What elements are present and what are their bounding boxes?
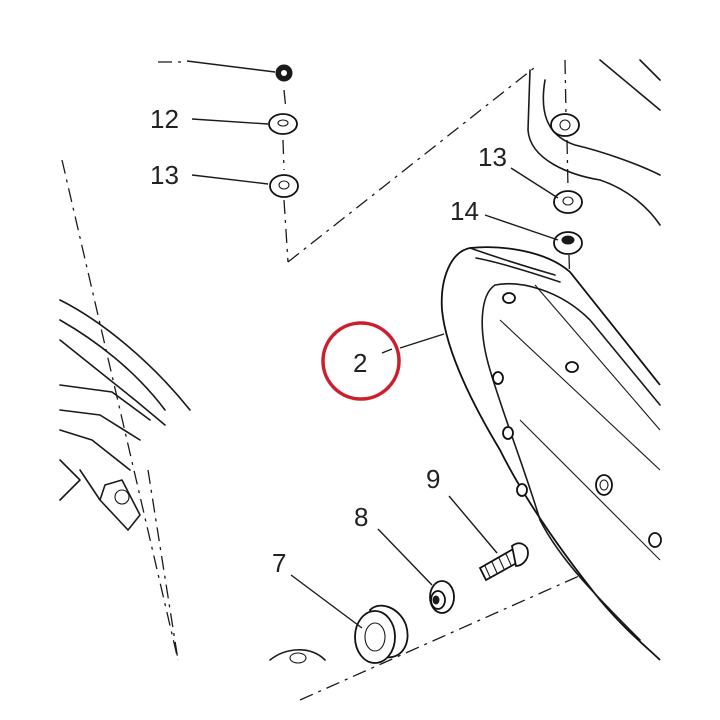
callout-7: 7 xyxy=(272,548,286,578)
callout-8: 8 xyxy=(354,502,368,532)
bushing-7-part xyxy=(354,604,409,664)
left-frame-structure xyxy=(59,159,191,661)
upper-fastener-stack xyxy=(268,64,299,198)
lower-fastener-assembly xyxy=(269,542,529,664)
right-fastener-stack xyxy=(553,190,583,255)
callout-13: 13 xyxy=(150,160,179,190)
callout-14: 14 xyxy=(450,196,479,226)
callout-labels: 12 13 13 14 2 9 8 7 xyxy=(150,104,507,578)
callout-9: 9 xyxy=(426,464,440,494)
panel-mounting-holes xyxy=(492,292,662,548)
washer-13-part xyxy=(269,174,299,198)
callout-13-right: 13 xyxy=(478,142,507,172)
washer-12-part xyxy=(268,113,298,135)
bolt-9-part xyxy=(478,542,529,582)
leader-lines xyxy=(186,60,559,629)
spacer-8-part xyxy=(429,580,455,614)
highlight-circle xyxy=(321,321,401,401)
washer-13b-part xyxy=(553,190,583,214)
cover-panel-part xyxy=(440,246,662,661)
callout-12: 12 xyxy=(150,104,179,134)
callout-2: 2 xyxy=(353,348,367,378)
upper-bracket xyxy=(527,59,661,226)
